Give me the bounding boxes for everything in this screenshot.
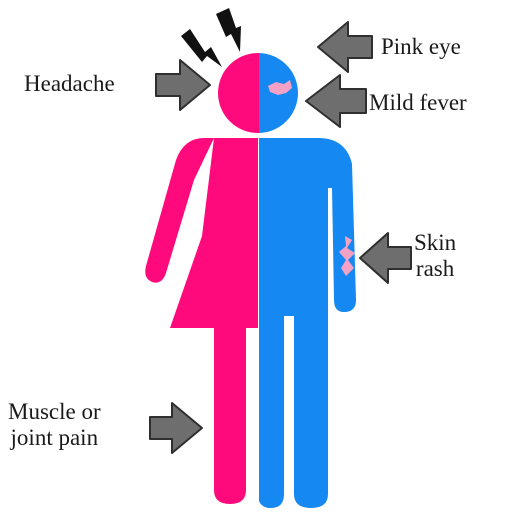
- arrow-right-icon: [150, 403, 202, 453]
- mild-fever-label: Mild fever: [369, 90, 467, 116]
- arrow-left-icon: [318, 22, 372, 72]
- lightning-bolt-icon: [181, 29, 222, 67]
- muscle-joint-pain-label: Muscle or joint pain: [8, 399, 101, 451]
- arrow-left-icon: [306, 75, 366, 127]
- skin-rash-label: Skin rash: [414, 230, 456, 282]
- arrow-left-icon: [360, 233, 411, 283]
- muscle-pain-line-2: joint pain: [8, 425, 101, 451]
- headache-label: Headache: [24, 71, 115, 97]
- pink-eye-label: Pink eye: [381, 34, 461, 60]
- arrow-right-icon: [156, 60, 210, 110]
- skin-rash-line-2: rash: [414, 256, 456, 282]
- skin-rash-line-1: Skin: [414, 230, 456, 256]
- muscle-pain-line-1: Muscle or: [8, 399, 101, 425]
- lightning-bolt-icon: [216, 8, 241, 52]
